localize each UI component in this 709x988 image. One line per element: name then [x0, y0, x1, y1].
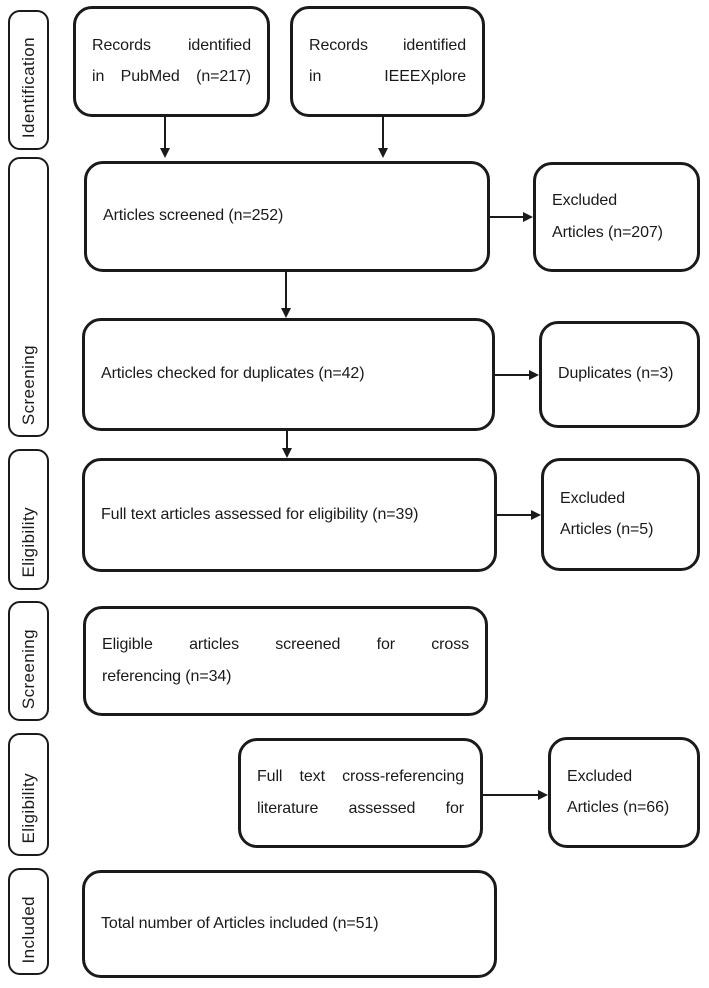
box-text-line: referencing (n=34) — [102, 667, 232, 685]
arrow-right-excluded-207-icon — [490, 211, 533, 223]
arrow-right-excluded-66-icon — [483, 789, 548, 801]
box-text-line: Duplicates (n=3) — [558, 365, 674, 383]
box-text-line: Excluded — [567, 767, 633, 785]
stage-label-text: Eligibility — [19, 773, 38, 844]
box-fulltext-eligibility: Full text articles assessed for eligibil… — [82, 458, 497, 572]
box-text-line: Articles (n=5) — [560, 521, 654, 538]
box-articles-screened: Articles screened (n=252) — [84, 161, 490, 272]
box-text-line: in PubMed (n=217) — [92, 68, 251, 85]
stage-label-text: Included — [19, 895, 38, 963]
box-records-ieee: Records identified in IEEEXplore — [290, 6, 485, 117]
box-text-line: Excluded — [552, 192, 618, 210]
box-excluded-articles-5: Excluded Articles (n=5) — [541, 458, 700, 571]
arrow-down-duplicates-to-fulltext-icon — [281, 431, 293, 458]
stage-label-identification: Identification — [8, 10, 49, 150]
stage-label-screening-2: Screening — [8, 601, 49, 721]
box-excluded-articles-207: Excluded Articles (n=207) — [533, 162, 700, 272]
box-text-line: in IEEEXplore — [309, 68, 466, 85]
box-text-line: literature assessed for — [257, 799, 464, 817]
box-crossref-assessed: Full text cross-referencing literature a… — [238, 738, 483, 848]
stage-label-included: Included — [8, 868, 49, 975]
box-text-line: Excluded — [560, 489, 626, 507]
box-duplicates-check: Articles checked for duplicates (n=42) — [82, 318, 495, 431]
arrow-down-ieee-icon — [377, 117, 389, 158]
box-text-line: Articles checked for duplicates (n=42) — [101, 365, 365, 383]
box-text-line: Articles (n=66) — [567, 799, 670, 816]
stage-label-eligibility-2: Eligibility — [8, 733, 49, 856]
box-text-line: Records identified — [92, 36, 251, 54]
arrow-down-screened-to-duplicates-icon — [280, 272, 292, 318]
arrow-right-excluded-5-icon — [497, 509, 541, 521]
stage-label-text: Screening — [19, 344, 38, 425]
box-records-pubmed: Records identified in PubMed (n=217) — [73, 6, 270, 117]
box-excluded-articles-66: Excluded Articles (n=66) — [548, 737, 700, 848]
stage-label-text: Eligibility — [19, 507, 38, 578]
box-text-line: Articles screened (n=252) — [103, 207, 284, 225]
box-text-line: Articles (n=207) — [552, 223, 663, 241]
stage-label-eligibility: Eligibility — [8, 449, 49, 590]
box-text-line: Full text articles assessed for eligibil… — [101, 505, 419, 523]
arrow-down-pubmed-icon — [159, 117, 171, 158]
stage-label-text: Screening — [19, 628, 38, 709]
box-eligible-crossref-screen: Eligible articles screened for cross ref… — [83, 606, 488, 716]
box-duplicates-3: Duplicates (n=3) — [539, 321, 700, 428]
box-text-line: Records identified — [309, 36, 466, 54]
box-total-included: Total number of Articles included (n=51) — [82, 870, 497, 978]
stage-label-text: Identification — [19, 36, 38, 138]
arrow-right-duplicates-icon — [495, 369, 539, 381]
box-text-line: Eligible articles screened for cross — [102, 636, 469, 654]
stage-label-screening: Screening — [8, 157, 49, 437]
box-text-line: Total number of Articles included (n=51) — [101, 914, 379, 932]
box-text-line: Full text cross-referencing — [257, 768, 464, 786]
